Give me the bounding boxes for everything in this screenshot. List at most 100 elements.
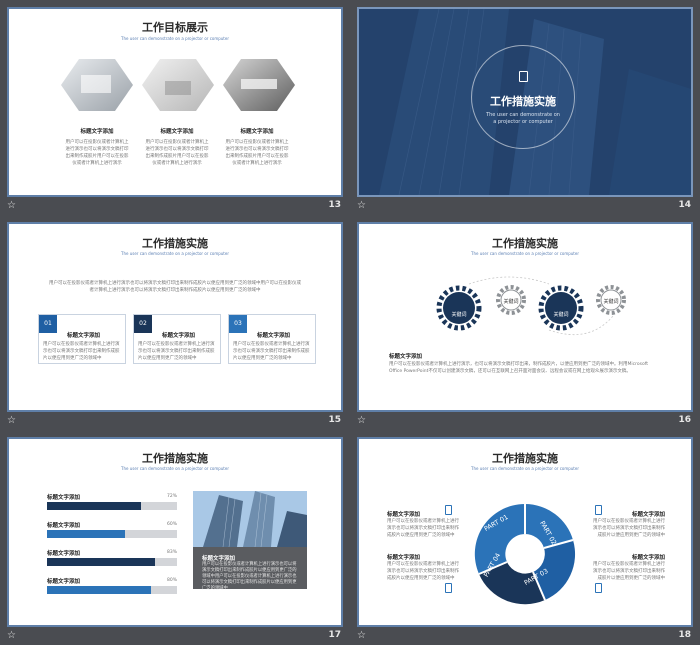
progress-fill (47, 586, 151, 594)
slide-meta: ☆ 16 (357, 415, 693, 429)
gear-2 (496, 285, 526, 315)
gear-4 (596, 285, 626, 315)
progress-label: 标题文字添加 (47, 579, 81, 585)
slide-thumbnail-13[interactable]: 工作目标展示 The user can demonstrate on a pro… (7, 7, 343, 211)
progress-track (47, 530, 177, 538)
text-heading: 标题文字添加 (389, 354, 423, 360)
item-text: 用户可以在投影仪或者计算机上进行演示也可以将演示文稿打印出来制作成胶片以便应用到… (387, 519, 459, 538)
slide-title: 工作措施实施 (490, 95, 556, 108)
connector-lines (449, 509, 601, 510)
slide-thumbnail-16[interactable]: 工作措施实施 The user can demonstrate on a pro… (357, 222, 693, 426)
card-number: 02 (134, 315, 152, 333)
progress-label: 标题文字添加 (47, 523, 81, 529)
box-heading: 标题文字添加 (202, 556, 236, 562)
title-circle (471, 45, 575, 149)
text-box: 标题文字添加 用户可以在投影仪或者计算机上进行演示也可以将演示文稿打印出来制作成… (193, 547, 307, 591)
slide-number: 15 (328, 415, 341, 425)
slide-subtitle: The user can demonstrate on a projector … (121, 251, 229, 256)
star-icon[interactable]: ☆ (7, 630, 16, 641)
slide-subtitle: The user can demonstrate on a projector … (486, 112, 560, 125)
card-text: 用户可以在投影仪或者计算机上进行演示也可以将演示文稿打印出来制作成胶片以便应用到… (233, 342, 310, 361)
slide-18-canvas: 工作措施实施 The user can demonstrate on a pro… (357, 437, 693, 627)
slide-meta: ☆ 18 (357, 630, 693, 644)
slide-meta: ☆ 14 (357, 200, 693, 214)
slide-subtitle: The user can demonstrate on a projector … (471, 466, 579, 471)
item-heading: 标题文字添加 (631, 512, 665, 518)
side-item-right-2: 标题文字添加 用户可以在投影仪或者计算机上进行演示也可以将演示文稿打印出来制作成… (593, 553, 665, 582)
cycle-segment-2 (533, 540, 576, 600)
side-item-left-2: 标题文字添加 用户可以在投影仪或者计算机上进行演示也可以将演示文稿打印出来制作成… (387, 553, 463, 582)
slide-number: 13 (328, 200, 341, 210)
cycle-diagram (474, 503, 576, 605)
star-icon[interactable]: ☆ (357, 200, 366, 211)
phone-icon (445, 505, 452, 515)
card-number: 01 (39, 315, 57, 333)
hexagon-photos (61, 59, 295, 111)
star-icon[interactable]: ☆ (357, 630, 366, 641)
gears-diagram (436, 276, 626, 336)
progress-fill (47, 558, 155, 566)
slide-number: 17 (328, 630, 341, 640)
gear-label-3: 关键词 (553, 312, 569, 318)
star-icon[interactable]: ☆ (357, 415, 366, 426)
cycle-segment-4 (474, 503, 525, 574)
star-icon[interactable]: ☆ (7, 415, 16, 426)
phone-icon (595, 505, 602, 515)
progress-percent: 80% (166, 578, 177, 583)
progress-row: 标题文字添加 72% (47, 493, 177, 513)
progress-row: 标题文字添加 60% (47, 521, 177, 541)
slide-15-canvas: 工作措施实施 The user can demonstrate on a pro… (7, 222, 343, 412)
slide-title: 工作措施实施 (492, 452, 558, 465)
text-column-3: 标题文字添加 用户可以在投影仪或者计算机上进行演示也可以将演示文稿打印出来制作成… (224, 127, 290, 167)
slide-thumbnail-14[interactable]: 工作措施实施 The user can demonstrate on a pro… (357, 7, 693, 211)
progress-fill (47, 530, 125, 538)
progress-percent: 72% (166, 494, 177, 499)
gear-label-1: 关键词 (451, 312, 467, 318)
item-heading: 标题文字添加 (387, 512, 421, 518)
progress-track (47, 502, 177, 510)
side-item-left-1: 标题文字添加 用户可以在投影仪或者计算机上进行演示也可以将演示文稿打印出来制作成… (387, 510, 463, 539)
item-heading: 标题文字添加 (240, 129, 274, 135)
card-text: 用户可以在投影仪或者计算机上进行演示也可以将演示文稿打印出来制作成胶片以便应用到… (43, 342, 120, 361)
slide-subtitle: The user can demonstrate on a projector … (121, 466, 229, 471)
item-heading: 标题文字添加 (160, 129, 194, 135)
progress-track (47, 586, 177, 594)
item-text: 用户可以在投影仪或者计算机上进行演示也可以将演示文稿打印出来制作成胶片用户可以在… (65, 140, 129, 166)
progress-label: 标题文字添加 (47, 495, 81, 501)
cycle-segment-3 (479, 562, 545, 605)
slide-number: 14 (678, 200, 691, 210)
card-3: 03 标题文字添加 用户可以在投影仪或者计算机上进行演示也可以将演示文稿打印出来… (228, 314, 316, 364)
card-1: 01 标题文字添加 用户可以在投影仪或者计算机上进行演示也可以将演示文稿打印出来… (38, 314, 126, 364)
gear-3 (538, 285, 584, 331)
card-heading: 标题文字添加 (257, 333, 291, 339)
card-heading: 标题文字添加 (67, 333, 101, 339)
slide-16-canvas: 工作措施实施 The user can demonstrate on a pro… (357, 222, 693, 412)
slide-subtitle: The user can demonstrate on a projector … (471, 251, 579, 256)
body-text: 用户可以在投影仪或者计算机上进行演示，也可以将演示文稿打印出来，制作成胶片，以便… (389, 362, 648, 374)
gear-label-2: 关键词 (503, 299, 519, 305)
slide-13-canvas: 工作目标展示 The user can demonstrate on a pro… (7, 7, 343, 197)
phone-icon (445, 583, 452, 593)
slide-thumbnail-15[interactable]: 工作措施实施 The user can demonstrate on a pro… (7, 222, 343, 426)
item-heading: 标题文字添加 (631, 555, 665, 561)
progress-row: 标题文字添加 83% (47, 549, 177, 569)
card-text: 用户可以在投影仪或者计算机上进行演示也可以将演示文稿打印出来制作成胶片以便应用到… (138, 342, 215, 361)
slide-17-canvas: 工作措施实施 The user can demonstrate on a pro… (7, 437, 343, 627)
item-text: 用户可以在投影仪或者计算机上进行演示也可以将演示文稿打印出来制作成胶片用户可以在… (225, 140, 289, 166)
cycle-segment-1 (525, 504, 573, 548)
slide-title: 工作措施实施 (492, 237, 558, 250)
text-column-2: 标题文字添加 用户可以在投影仪或者计算机上进行演示也可以将演示文稿打印出来制作成… (144, 127, 210, 167)
box-text: 用户可以在投影仪或者计算机上进行演示也可以将演示文稿打印出来制作成胶片以便应用到… (202, 562, 297, 591)
intro-text: 用户可以在投影仪或者计算机上进行演示也可以将演示文稿打印出来制作成胶片以便应用到… (49, 281, 301, 293)
text-column-1: 标题文字添加 用户可以在投影仪或者计算机上进行演示也可以将演示文稿打印出来制作成… (64, 127, 130, 167)
item-heading: 标题文字添加 (80, 129, 114, 135)
gear-label-4: 关键词 (603, 299, 619, 305)
slide-14-canvas: 工作措施实施 The user can demonstrate on a pro… (357, 7, 693, 197)
slide-thumbnail-17[interactable]: 工作措施实施 The user can demonstrate on a pro… (7, 437, 343, 641)
phone-icon (595, 583, 602, 593)
slide-thumbnail-18[interactable]: 工作措施实施 The user can demonstrate on a pro… (357, 437, 693, 641)
document-icon (519, 71, 528, 82)
progress-label: 标题文字添加 (47, 551, 81, 557)
item-heading: 标题文字添加 (387, 555, 421, 561)
star-icon[interactable]: ☆ (7, 200, 16, 211)
